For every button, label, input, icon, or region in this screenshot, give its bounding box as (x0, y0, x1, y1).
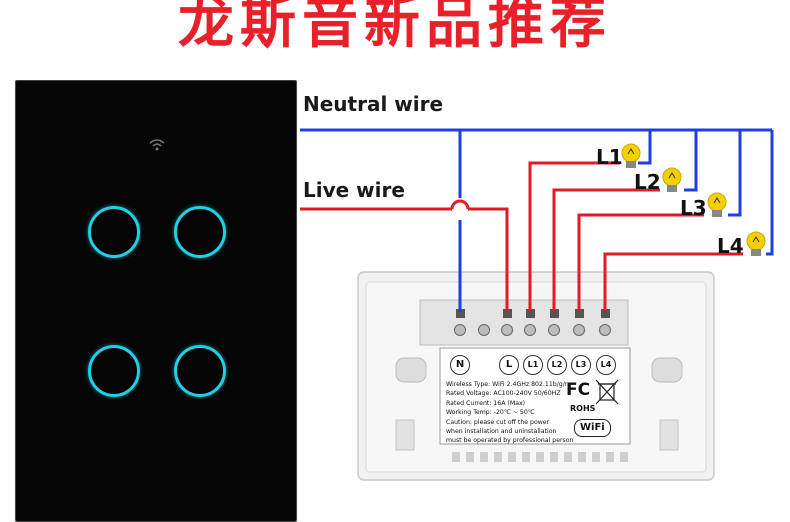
spec-voltage: Rated Voltage: AC100-240V 50/60HZ (446, 390, 561, 398)
bulb-icon (662, 167, 682, 192)
bulb-icon (746, 231, 766, 256)
wifi-icon (149, 139, 165, 151)
terminal-label-l: L (499, 355, 519, 375)
terminal-label-l3: L3 (571, 355, 591, 375)
touch-button-1[interactable] (88, 206, 140, 258)
spec-caution-3: must be operated by professional person (446, 437, 574, 445)
terminal-label-n: N (450, 355, 470, 375)
touch-button-4[interactable] (174, 345, 226, 397)
live-wire-label: Live wire (303, 178, 405, 202)
terminal-label-l2: L2 (547, 355, 567, 375)
spec-temp: Working Temp: -20℃ ~ 50℃ (446, 409, 535, 417)
rohs-mark: ROHS (570, 404, 596, 413)
spec-caution-1: Caution: please cut off the power (446, 418, 550, 426)
bulb-icon (707, 192, 727, 217)
spec-wireless: Wireless Type: WiFi 2.4GHz 802.11b/g/n (446, 381, 569, 388)
touch-button-2[interactable] (174, 206, 226, 258)
lamp-label-l1: L1 (596, 145, 623, 169)
lamp-label-l3: L3 (680, 196, 707, 220)
spec-text: Wireless Type: WiFi 2.4GHz 802.11b/g/n R… (446, 380, 573, 446)
bulb-icon (621, 143, 641, 168)
terminal-label-l1: L1 (523, 355, 543, 375)
spec-current: Rated Current: 16A (Max) (446, 399, 526, 407)
live-wire (300, 161, 743, 312)
neutral-wire (300, 128, 774, 312)
trash-bin-icon (595, 379, 619, 405)
touch-button-3[interactable] (88, 345, 140, 397)
promo-banner-title: 龙斯音新品推荐 (178, 0, 612, 56)
terminal-label-l4: L4 (596, 355, 616, 375)
wifi-badge: WiFi (574, 419, 611, 437)
spec-caution-2: when installation and uninstallation (446, 428, 557, 436)
lamp-label-l2: L2 (634, 170, 661, 194)
neutral-wire-label: Neutral wire (303, 92, 444, 116)
switch-front-panel (15, 80, 297, 522)
lamp-label-l4: L4 (717, 234, 744, 258)
fcc-mark: FC (566, 380, 591, 400)
